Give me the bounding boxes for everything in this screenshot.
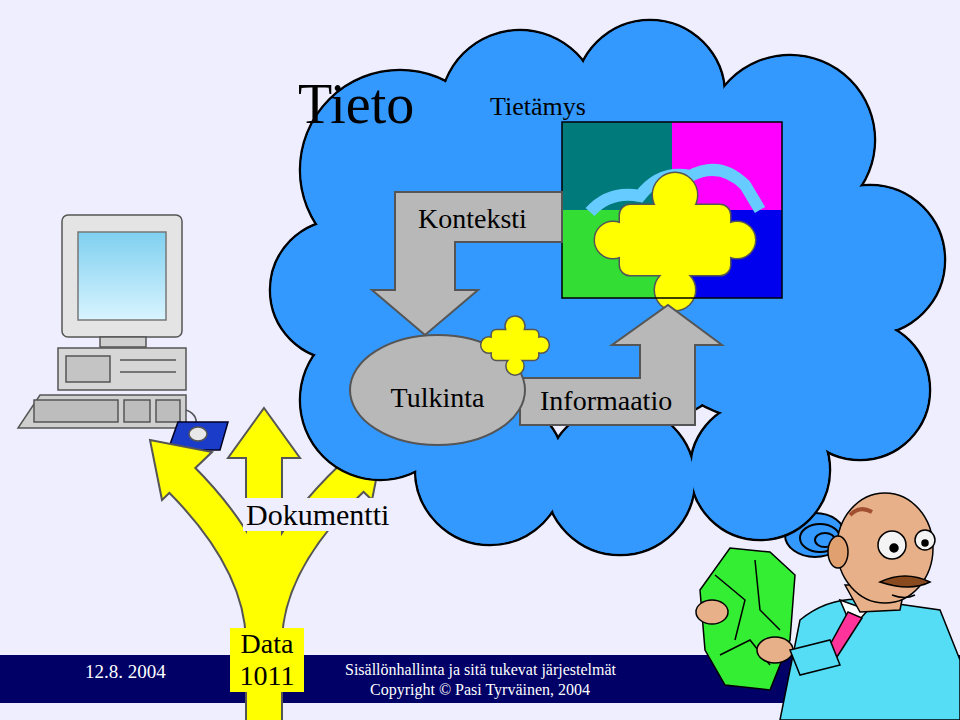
copyright-label: Copyright © Pasi Tyrväinen, 2004 xyxy=(370,681,590,699)
node-label: Tulkinta xyxy=(391,383,485,414)
slide-title: Tieto xyxy=(298,74,414,136)
puzzle-piece xyxy=(481,317,548,375)
node-label: Tietämys xyxy=(490,93,586,122)
information-label: Informaatio xyxy=(540,386,672,417)
computer xyxy=(18,215,228,450)
date-label: 12.8. 2004 xyxy=(85,662,166,683)
puzzle xyxy=(562,122,782,310)
document-label: Dokumentti xyxy=(243,498,392,531)
interpretation-ellipse: Tulkinta xyxy=(350,335,525,445)
paper-bundle xyxy=(696,548,840,690)
information-arrow xyxy=(520,305,722,425)
data-label: Data 1011 xyxy=(230,628,304,692)
footer-title: Sisällönhallinta ja sitä tukevat järjest… xyxy=(345,661,616,679)
context-label: Konteksti xyxy=(418,204,527,235)
context-arrow xyxy=(372,192,562,335)
man-figure xyxy=(780,493,960,720)
